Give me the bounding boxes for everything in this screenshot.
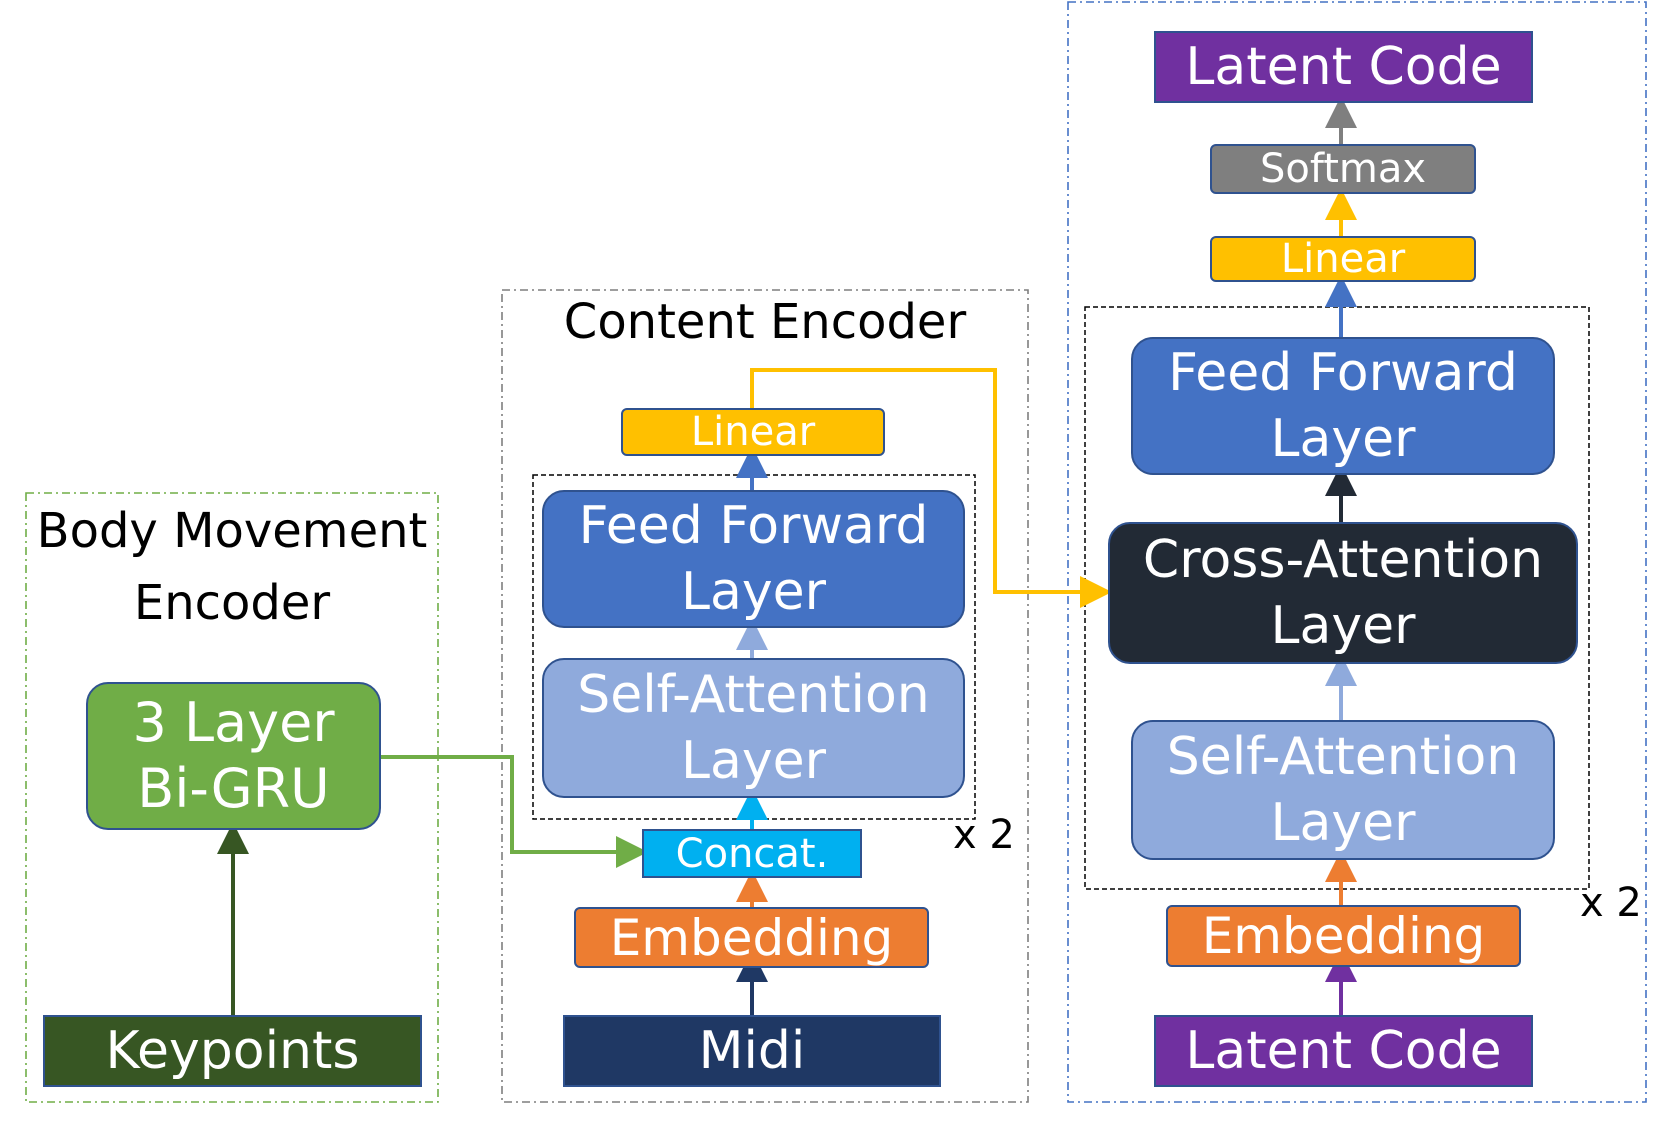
cross-attention-line2: Layer: [1270, 596, 1416, 656]
body-encoder-title: Body Movement Encoder: [26, 495, 438, 639]
decoder-repeat-label: x 2: [1580, 880, 1642, 926]
arrow-gru-to-concat: [381, 755, 648, 868]
content-encoder-title: Content Encoder: [563, 294, 967, 350]
content-linear-label: Linear: [690, 409, 816, 455]
content-ff-line1: Feed Forward: [578, 496, 929, 556]
keypoints-label: Keypoints: [105, 1021, 360, 1081]
latent-code-output-box: Latent Code: [1154, 31, 1533, 103]
content-self-attention-box: Self-Attention Layer: [542, 658, 965, 798]
decoder-embedding-label: Embedding: [1201, 907, 1486, 965]
bi-gru-line1: 3 Layer: [132, 691, 335, 754]
content-sa-line2: Layer: [681, 731, 826, 791]
cross-attention-box: Cross-Attention Layer: [1108, 522, 1578, 664]
bi-gru-line2: Bi-GRU: [137, 757, 330, 820]
latent-code-input-label: Latent Code: [1185, 1021, 1502, 1081]
content-embedding-box: Embedding: [574, 907, 929, 968]
decoder-frame: [1067, 1, 1647, 1103]
concat-box: Concat.: [642, 829, 862, 878]
content-feed-forward-box: Feed Forward Layer: [542, 490, 965, 628]
content-sa-line1: Self-Attention: [577, 665, 930, 725]
decoder-linear-box: Linear: [1210, 236, 1476, 282]
softmax-box: Softmax: [1210, 144, 1476, 194]
decoder-sa-line2: Layer: [1270, 793, 1416, 853]
latent-code-output-label: Latent Code: [1185, 37, 1502, 97]
latent-code-input-box: Latent Code: [1154, 1015, 1533, 1087]
body-encoder-title-line1: Body Movement: [36, 503, 428, 559]
concat-label: Concat.: [675, 830, 829, 877]
decoder-embedding-box: Embedding: [1166, 905, 1521, 967]
decoder-linear-label: Linear: [1280, 236, 1406, 282]
keypoints-box: Keypoints: [43, 1015, 422, 1087]
decoder-feed-forward-box: Feed Forward Layer: [1131, 337, 1555, 475]
cross-attention-line1: Cross-Attention: [1142, 530, 1544, 590]
content-ff-line2: Layer: [681, 562, 826, 622]
decoder-ff-line2: Layer: [1270, 409, 1416, 469]
decoder-self-attention-box: Self-Attention Layer: [1131, 720, 1555, 860]
arrow-linear-to-crossattn: [750, 368, 1112, 608]
decoder-sa-line1: Self-Attention: [1166, 727, 1520, 787]
content-encoder-frame: [501, 289, 1029, 1103]
softmax-label: Softmax: [1259, 146, 1427, 192]
midi-label: Midi: [698, 1021, 806, 1081]
midi-box: Midi: [563, 1015, 941, 1087]
decoder-ff-line1: Feed Forward: [1168, 343, 1518, 403]
content-linear-box: Linear: [621, 408, 885, 456]
bi-gru-box: 3 Layer Bi-GRU: [86, 682, 381, 830]
content-embedding-label: Embedding: [609, 908, 894, 967]
content-repeat-label: x 2: [953, 812, 1015, 858]
body-encoder-title-line2: Encoder: [133, 575, 331, 631]
body-encoder-frame: [25, 492, 439, 1103]
